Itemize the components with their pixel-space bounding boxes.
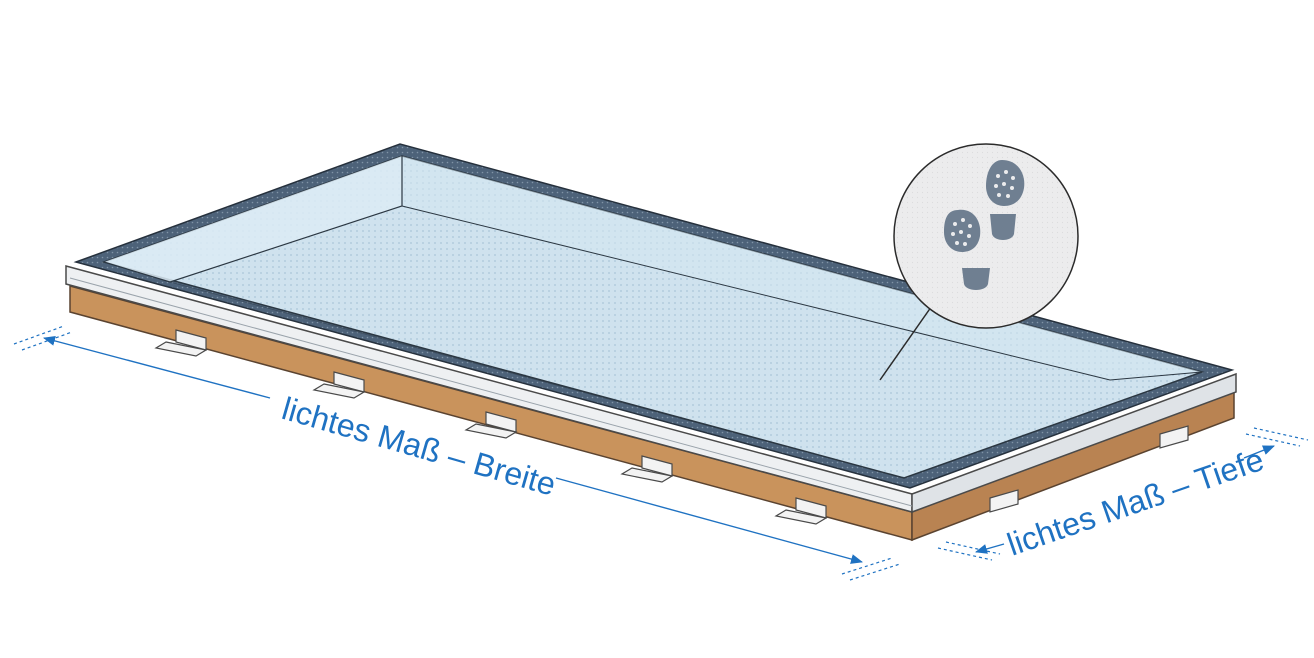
width-dimension-ticks-right [841, 557, 901, 581]
spacer-pad-base [312, 383, 366, 399]
detail-callout [879, 143, 1079, 381]
width-dimension-line-right [555, 477, 863, 564]
width-dimension-line-left [43, 335, 271, 399]
callout-leader-line [879, 299, 937, 381]
spacer-pad-base [620, 467, 674, 483]
frame-edge [65, 265, 1237, 514]
spacer-pad [989, 489, 1019, 513]
depth-dimension-ticks-left [937, 541, 1001, 561]
spacer-pad-base [154, 341, 208, 357]
depth-dimension-arrow-right [1243, 445, 1275, 459]
spacer-pads [154, 329, 1189, 525]
spacer-pad-base [464, 423, 518, 439]
spacer-pad-base [774, 509, 828, 525]
glass-inner-wall-back [104, 156, 402, 282]
detail-circle [893, 143, 1079, 329]
depth-dimension-arrow-left [975, 543, 1005, 554]
footprints-icon [944, 160, 1025, 290]
spacer-pad [1159, 425, 1189, 449]
width-dimension-ticks-left [13, 325, 73, 351]
